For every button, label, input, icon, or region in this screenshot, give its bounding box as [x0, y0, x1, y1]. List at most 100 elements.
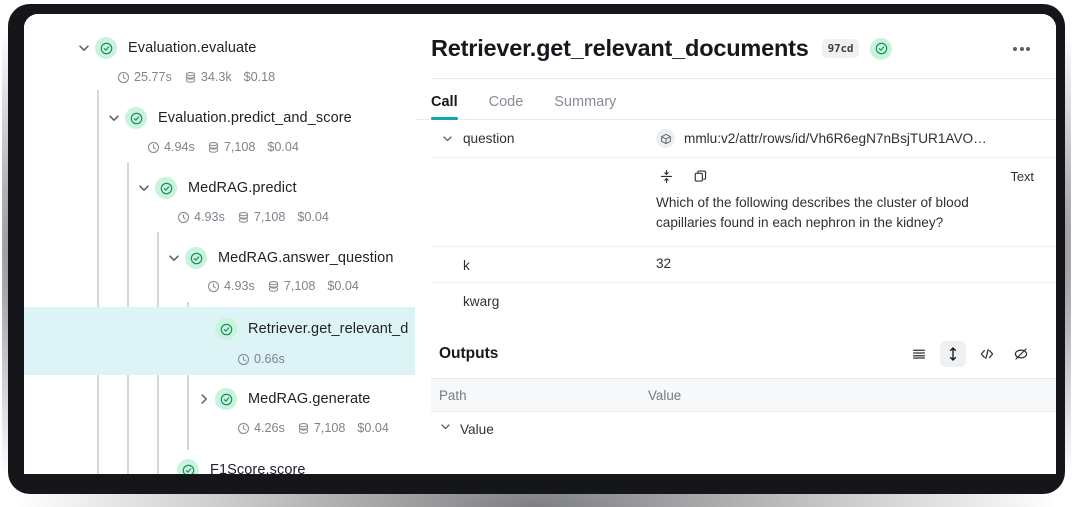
clock-icon: [147, 141, 160, 153]
chevron-down-icon[interactable]: [163, 247, 185, 269]
tokens-meta: 7,108: [297, 421, 345, 435]
ref-text: mmlu:v2/attr/rows/id/Vh6R6egN7nBsjTUR1AV…: [684, 131, 987, 146]
input-row-kwarg[interactable]: kwarg: [431, 283, 1056, 319]
tree-node-medrag-answer-question[interactable]: MedRAG.answer_question: [163, 245, 394, 271]
chevron-down-icon[interactable]: [439, 130, 455, 146]
tokens-value: 7,108: [253, 210, 286, 224]
outputs-toolbar[interactable]: [906, 341, 1034, 368]
cost-value: $0.04: [357, 421, 389, 435]
input-key-label: question: [463, 130, 515, 146]
tree-node-label: Retriever.get_relevant_d: [248, 321, 409, 337]
detail-tabs[interactable]: Call Code Summary: [415, 79, 1056, 120]
chevron-down-icon[interactable]: [103, 107, 125, 129]
cost-meta: $0.04: [297, 210, 329, 224]
database-icon: [268, 280, 278, 292]
tree-node-label: Evaluation.predict_and_score: [158, 110, 352, 126]
status-success-icon: [95, 37, 117, 59]
status-success-icon: [185, 247, 207, 269]
status-success-icon: [870, 37, 893, 60]
tab-code[interactable]: Code: [488, 94, 524, 110]
tree-node-retriever-get-relevant-documents[interactable]: Retriever.get_relevant_d: [215, 316, 408, 342]
more-options-icon[interactable]: [1011, 41, 1032, 57]
tree-node-evaluation-evaluate[interactable]: Evaluation.evaluate: [73, 35, 256, 61]
tree-guide-line: [97, 90, 99, 474]
input-value: [656, 283, 1056, 301]
tree-node-evaluation-predict-and-score[interactable]: Evaluation.predict_and_score: [103, 105, 352, 131]
chevron-down-icon[interactable]: [133, 177, 155, 199]
chevron-down-icon[interactable]: [73, 37, 95, 59]
input-row-question[interactable]: question mmlu:v2/attr/rows/id/Vh6R6egN7n…: [431, 120, 1056, 158]
duration-meta: 25.77s: [117, 70, 172, 84]
tab-call[interactable]: Call: [431, 94, 458, 120]
value-kind-label: Text: [1010, 169, 1034, 184]
clock-icon: [177, 211, 190, 223]
collapse-icon[interactable]: [656, 166, 677, 187]
clock-icon: [237, 353, 250, 365]
duration-meta: 4.26s: [237, 421, 285, 435]
code-view-icon[interactable]: [974, 341, 1000, 367]
input-value: mmlu:v2/attr/rows/id/Vh6R6egN7nBsjTUR1AV…: [656, 120, 1056, 157]
chevron-placeholder: [439, 293, 455, 309]
cost-value: $0.04: [327, 279, 359, 293]
tokens-meta: 7,108: [207, 140, 255, 154]
page-title: Retriever.get_relevant_documents: [431, 35, 809, 61]
duration-meta: 4.94s: [147, 140, 195, 154]
outputs-row-value[interactable]: Value: [431, 412, 1056, 446]
tree-guide-line: [187, 302, 189, 450]
tree-node-meta: 4.93s 7,108 $0.04: [177, 207, 329, 227]
cost-value: $0.04: [297, 210, 329, 224]
hide-icon[interactable]: [1008, 341, 1034, 367]
status-success-icon: [125, 107, 147, 129]
clock-icon: [237, 422, 250, 434]
cost-value: $0.04: [267, 140, 299, 154]
chevron-down-icon[interactable]: [439, 420, 452, 438]
tree-node-label: F1Score.score: [210, 462, 306, 474]
outputs-header: Outputs: [415, 319, 1056, 368]
duration-value: 25.77s: [134, 70, 172, 84]
tree-node-label: MedRAG.predict: [188, 180, 297, 196]
chevron-placeholder: [439, 257, 455, 273]
app-window: Evaluation.evaluate 25.77s 34.3k $0.18: [24, 14, 1056, 474]
outputs-title: Outputs: [439, 345, 499, 363]
input-key-label: k: [463, 257, 470, 273]
text-block-toolbar[interactable]: Text: [656, 158, 1036, 193]
database-icon: [208, 141, 218, 153]
copy-icon[interactable]: [690, 166, 711, 187]
tree-node-meta: 4.93s 7,108 $0.04: [207, 276, 359, 296]
input-key: k: [431, 247, 656, 282]
column-header-value: Value: [648, 387, 682, 403]
tree-node-medrag-generate[interactable]: MedRAG.generate: [193, 386, 370, 412]
database-icon: [298, 422, 308, 434]
duration-value: 4.93s: [224, 279, 255, 293]
tree-node-f1score-score[interactable]: F1Score.score: [177, 457, 306, 474]
ref-value[interactable]: mmlu:v2/attr/rows/id/Vh6R6egN7nBsjTUR1AV…: [656, 129, 1036, 148]
call-id-badge[interactable]: 97cd: [821, 39, 860, 58]
input-key-empty: [431, 158, 656, 177]
tab-summary[interactable]: Summary: [554, 94, 617, 110]
duration-value: 0.66s: [254, 352, 285, 366]
input-key[interactable]: question: [431, 120, 656, 155]
tokens-meta: 7,108: [237, 210, 286, 224]
clock-icon: [117, 71, 130, 83]
input-row-k[interactable]: k 32: [431, 247, 1056, 284]
outputs-table-header: Path Value: [431, 379, 1056, 413]
chevron-right-icon[interactable]: [193, 388, 215, 410]
expand-rows-icon[interactable]: [940, 341, 966, 368]
tokens-value: 34.3k: [200, 70, 232, 84]
outputs-row-label: Value: [460, 421, 494, 437]
cost-meta: $0.04: [357, 421, 389, 435]
question-text: Which of the following describes the clu…: [656, 195, 969, 231]
duration-value: 4.93s: [194, 210, 225, 224]
cost-meta: $0.18: [244, 70, 276, 84]
list-view-icon[interactable]: [906, 341, 932, 367]
tree-row-selected-bg[interactable]: [24, 307, 415, 375]
tree-node-label: Evaluation.evaluate: [128, 40, 257, 56]
tree-node-medrag-predict[interactable]: MedRAG.predict: [133, 175, 297, 201]
object-ref-icon: [656, 129, 675, 148]
cost-meta: $0.04: [327, 279, 359, 293]
duration-meta: 4.93s: [207, 279, 255, 293]
call-tree-panel[interactable]: Evaluation.evaluate 25.77s 34.3k $0.18: [24, 14, 415, 474]
duration-meta: 0.66s: [237, 352, 285, 366]
input-row-question-expanded: Text Which of the following describes th…: [431, 158, 1056, 248]
